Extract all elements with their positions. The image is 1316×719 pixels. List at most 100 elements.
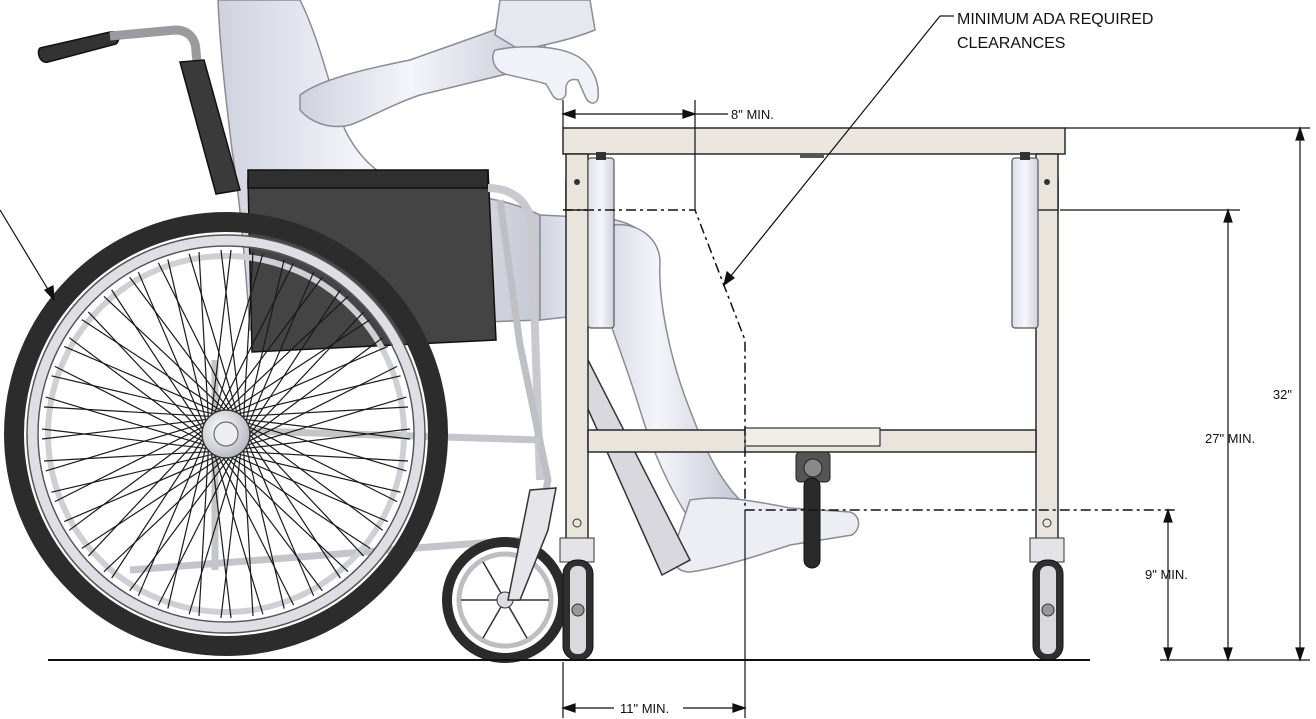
wheel-spoke — [507, 605, 528, 639]
wheel-spoke — [482, 561, 503, 595]
seat-upholstery — [247, 169, 497, 353]
label-knee-clearance: 27" MIN. — [1205, 431, 1255, 446]
rear-wheel-spokes — [41, 249, 411, 619]
clearance-envelope — [563, 209, 1175, 511]
wheel-spoke — [129, 452, 234, 592]
table-rear-leg — [1035, 179, 1059, 541]
push-handle-grip — [37, 30, 120, 63]
wheel-spoke — [244, 440, 285, 609]
callout-line-2: CLEARANCES — [957, 35, 1065, 52]
push-handle-tube — [109, 25, 203, 71]
wheel-spoke — [222, 295, 349, 415]
wheel-spoke — [54, 423, 209, 503]
wheel-spoke — [63, 345, 223, 415]
wheel-spoke — [103, 295, 230, 415]
lift-column-rear — [1011, 157, 1039, 329]
wheel-spoke — [245, 271, 315, 431]
wheel-spoke — [244, 337, 384, 442]
wheel-spoke — [111, 289, 207, 435]
wheel-spoke — [245, 311, 365, 438]
wheel-spoke — [222, 453, 349, 573]
wheel-spoke — [243, 365, 398, 445]
wheel-spoke — [243, 423, 398, 503]
wheel-spoke — [198, 443, 210, 617]
wheel-spoke — [87, 430, 207, 557]
armrest-frame — [487, 184, 544, 481]
wheel-spoke — [212, 449, 264, 615]
figure-foot — [672, 497, 860, 573]
wheel-spoke — [51, 452, 220, 493]
figure-forearm — [494, 0, 596, 51]
wheel-spoke — [54, 365, 209, 445]
wheel-spoke — [245, 289, 341, 435]
wheel-spoke — [245, 430, 365, 557]
wheel-spoke — [188, 253, 240, 419]
wheel-spoke — [241, 420, 407, 472]
wheel-spoke — [103, 453, 230, 573]
wheel-spoke — [242, 251, 254, 425]
wheel-spoke — [137, 437, 207, 597]
wheel-spoke — [212, 253, 264, 419]
wheel-spoke — [43, 406, 217, 418]
wheel-spoke — [215, 451, 295, 606]
backrest — [179, 59, 241, 195]
wheel-spoke — [167, 440, 208, 609]
wheel-spoke — [215, 262, 295, 417]
caster-wheel-spokes — [461, 561, 549, 639]
wheel-spoke — [157, 451, 237, 606]
wheel-spoke — [244, 259, 285, 428]
wheel-spoke — [225, 453, 371, 549]
rear-wheel-rim — [27, 235, 425, 633]
wheel-spoke — [238, 428, 411, 450]
wheel-spoke — [220, 446, 242, 619]
wheel-spoke — [45, 420, 211, 472]
wheel-spoke — [137, 271, 207, 431]
figure-hand — [492, 45, 599, 104]
wheelchair — [4, 25, 692, 663]
wheel-spoke — [81, 319, 227, 415]
wheel-spoke — [188, 449, 240, 615]
wheel-spoke — [245, 433, 341, 579]
label-toe-clearance: 9" MIN. — [1145, 567, 1188, 582]
label-top-overhang: 8" MIN. — [731, 107, 774, 122]
wheel-spoke — [129, 276, 234, 416]
tabletop — [562, 127, 1066, 155]
wheel-spoke — [210, 446, 232, 619]
hand-rim — [45, 253, 407, 615]
wheel-spoke — [63, 453, 223, 523]
wheel-spoke — [232, 452, 401, 493]
seat-top-rail — [247, 169, 489, 189]
wheel-spoke — [81, 453, 227, 549]
rear-wheel-tire — [4, 212, 448, 656]
table-caster-front — [559, 537, 595, 661]
table-front-leg — [565, 179, 589, 541]
wheel-spoke — [235, 406, 409, 418]
wheel-spoke — [41, 428, 214, 450]
crossbar-bracket — [744, 427, 881, 447]
wheel-spoke — [242, 443, 254, 617]
wheel-spoke — [220, 249, 242, 422]
wheel-spoke — [229, 345, 389, 415]
wheel-spoke — [43, 450, 217, 462]
lift-column-front — [587, 157, 615, 329]
table-caster-rear — [1029, 537, 1065, 661]
wheel-spoke — [235, 450, 409, 462]
wheel-spoke — [167, 259, 208, 428]
wheel-spoke — [198, 251, 210, 425]
wheel-spoke — [482, 605, 503, 639]
wheel-spoke — [45, 396, 211, 448]
wheel-spoke — [244, 426, 384, 531]
label-depth-clearance: 11" MIN. — [620, 701, 669, 716]
wheel-spoke — [51, 375, 220, 416]
label-table-height: 32" — [1273, 387, 1292, 402]
wheel-spoke — [245, 437, 315, 597]
wheel-spoke — [87, 311, 207, 438]
wheel-spoke — [218, 452, 323, 592]
wheel-spoke — [157, 262, 237, 417]
wheel-spoke — [241, 396, 407, 448]
wheel-spoke — [218, 276, 323, 416]
wheel-spoke — [68, 426, 208, 531]
dimension-lines — [0, 15, 1310, 718]
wheel-spoke — [210, 249, 232, 422]
